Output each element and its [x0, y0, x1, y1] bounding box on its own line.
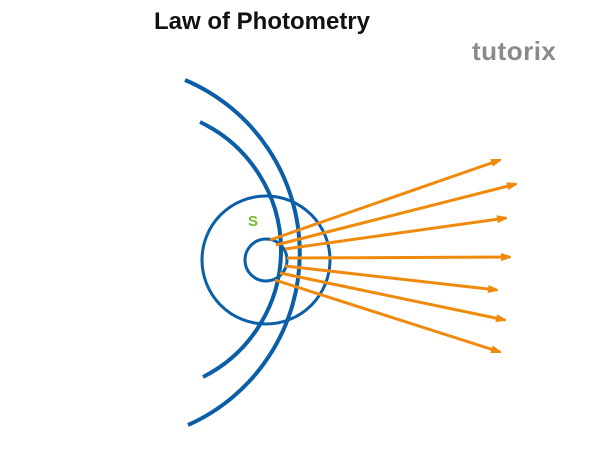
light-ray-arrow — [284, 218, 506, 251]
source-label: S — [248, 213, 258, 230]
tutorix-logo: tutorix — [472, 36, 557, 66]
diagram-title: Law of Photometry — [153, 8, 370, 35]
light-ray-arrow — [274, 278, 500, 354]
light-ray-arrow — [284, 264, 497, 290]
outer-wavefront-arc — [184, 78, 302, 427]
middle-wavefront-arc — [199, 120, 283, 379]
light-ray-arrow — [286, 257, 510, 258]
light-ray-arrow — [275, 184, 516, 247]
light-ray-arrow — [269, 158, 500, 242]
inner-wavefront — [200, 194, 332, 326]
light-ray-arrow — [279, 271, 505, 320]
source-circle — [243, 237, 289, 283]
